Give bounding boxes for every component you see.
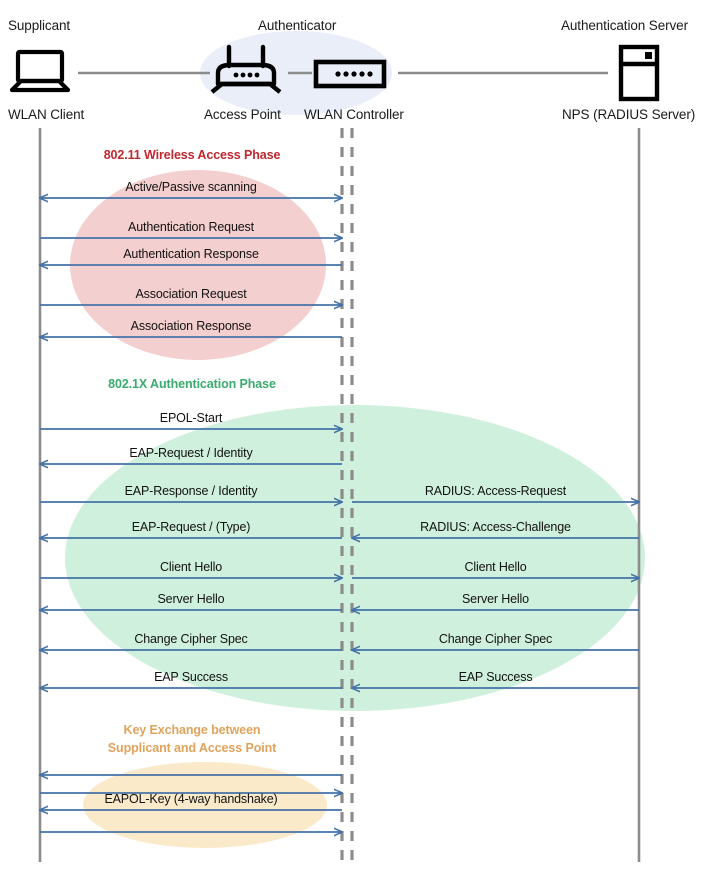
message-label: Change Cipher Spec bbox=[134, 632, 248, 646]
message-label: EAP-Request / Identity bbox=[129, 446, 253, 460]
message-label: EAP-Response / Identity bbox=[124, 484, 258, 498]
phase-label-key-exchange-line2: Supplicant and Access Point bbox=[107, 741, 277, 755]
laptop-icon bbox=[9, 49, 71, 93]
device-label-access-point: Access Point bbox=[204, 107, 281, 122]
server-icon bbox=[618, 44, 660, 102]
message-label: EAP-Request / (Type) bbox=[131, 520, 251, 534]
message-arrows bbox=[40, 198, 639, 832]
message-label: Server Hello bbox=[157, 592, 225, 606]
message-label: RADIUS: Access-Request bbox=[424, 484, 567, 498]
device-label-wlan-client: WLAN Client bbox=[8, 107, 85, 122]
message-label: EAP Success bbox=[154, 670, 228, 684]
dot1x-auth-phase-ellipse bbox=[65, 405, 645, 711]
message-label: Server Hello bbox=[462, 592, 529, 606]
phase-label-wireless-access: 802.11 Wireless Access Phase bbox=[103, 148, 281, 162]
role-label-supplicant: Supplicant bbox=[8, 18, 71, 33]
message-label: Active/Passive scanning bbox=[125, 180, 257, 194]
key-exchange-phase-ellipse bbox=[83, 762, 327, 848]
message-label: Association Request bbox=[135, 287, 247, 301]
message-label: Client Hello bbox=[159, 560, 223, 574]
access-point-icon bbox=[210, 44, 282, 94]
message-label: Authentication Response bbox=[123, 247, 259, 261]
phase-label-key-exchange-line1: Key Exchange between bbox=[123, 723, 261, 737]
role-label-auth-server: Authentication Server bbox=[561, 18, 688, 33]
message-label: Client Hello bbox=[464, 560, 527, 574]
message-label: RADIUS: Access-Challenge bbox=[420, 520, 571, 534]
message-label: EAP Success bbox=[458, 670, 533, 684]
message-label: EPOL-Start bbox=[159, 411, 223, 425]
role-label-authenticator: Authenticator bbox=[258, 18, 337, 33]
message-label: EAPOL-Key (4-way handshake) bbox=[104, 792, 278, 806]
phase-label-dot1x-auth: 802.1X Authentication Phase bbox=[108, 377, 276, 391]
wlan-controller-icon bbox=[313, 59, 387, 89]
message-label: Authentication Request bbox=[128, 220, 254, 234]
access-point-icon-wrap bbox=[210, 44, 282, 101]
device-label-wlan-controller: WLAN Controller bbox=[304, 107, 404, 122]
laptop-icon-wrap bbox=[8, 46, 72, 101]
message-label: Association Response bbox=[130, 319, 252, 333]
server-icon-wrap bbox=[617, 44, 661, 107]
message-label: Change Cipher Spec bbox=[438, 632, 553, 646]
device-label-nps: NPS (RADIUS Server) bbox=[562, 107, 696, 122]
wlan-controller-icon-wrap bbox=[313, 58, 387, 95]
